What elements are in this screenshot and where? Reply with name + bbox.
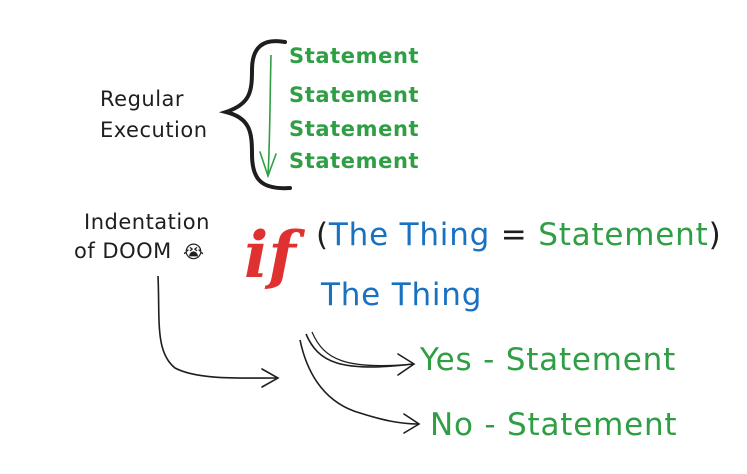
doom-arrow-head <box>261 368 280 388</box>
if-keyword: if <box>244 218 296 293</box>
condition-expression: (The Thing = Statement) <box>316 220 721 251</box>
no-branch: No - Statement <box>430 407 678 443</box>
yes-arrow-line <box>305 333 414 368</box>
flow-arrow-line <box>267 54 272 177</box>
yes-arrow-line-2 <box>311 331 414 367</box>
curly-brace <box>218 39 292 191</box>
equals-operator: = <box>500 217 528 253</box>
statement-2: Statement <box>289 83 420 107</box>
subject-the-thing: The Thing <box>321 277 483 313</box>
execution-label-line2: Execution <box>100 118 208 142</box>
condition-right: Statement <box>538 217 709 253</box>
yes-arrow-head <box>397 353 416 376</box>
yes-branch: Yes - Statement <box>420 342 677 378</box>
flow-arrow-head <box>259 151 277 179</box>
crying-face-icon: 😭 <box>182 242 205 263</box>
doom-arrow-line <box>157 275 277 379</box>
no-arrow-head <box>403 413 421 434</box>
regular-label-line1: Regular <box>100 87 185 111</box>
statement-1: Statement <box>289 44 420 68</box>
no-arrow-line <box>299 339 419 425</box>
of-doom-text: of DOOM <box>74 239 172 263</box>
condition-left: The Thing <box>328 217 491 253</box>
close-paren: ) <box>708 217 722 253</box>
indentation-label-line2: of DOOM 😭 <box>74 241 205 262</box>
indentation-label-line1: Indentation <box>84 210 210 234</box>
statement-4: Statement <box>289 149 420 173</box>
open-paren: ( <box>316 217 329 253</box>
statement-3: Statement <box>289 117 420 141</box>
